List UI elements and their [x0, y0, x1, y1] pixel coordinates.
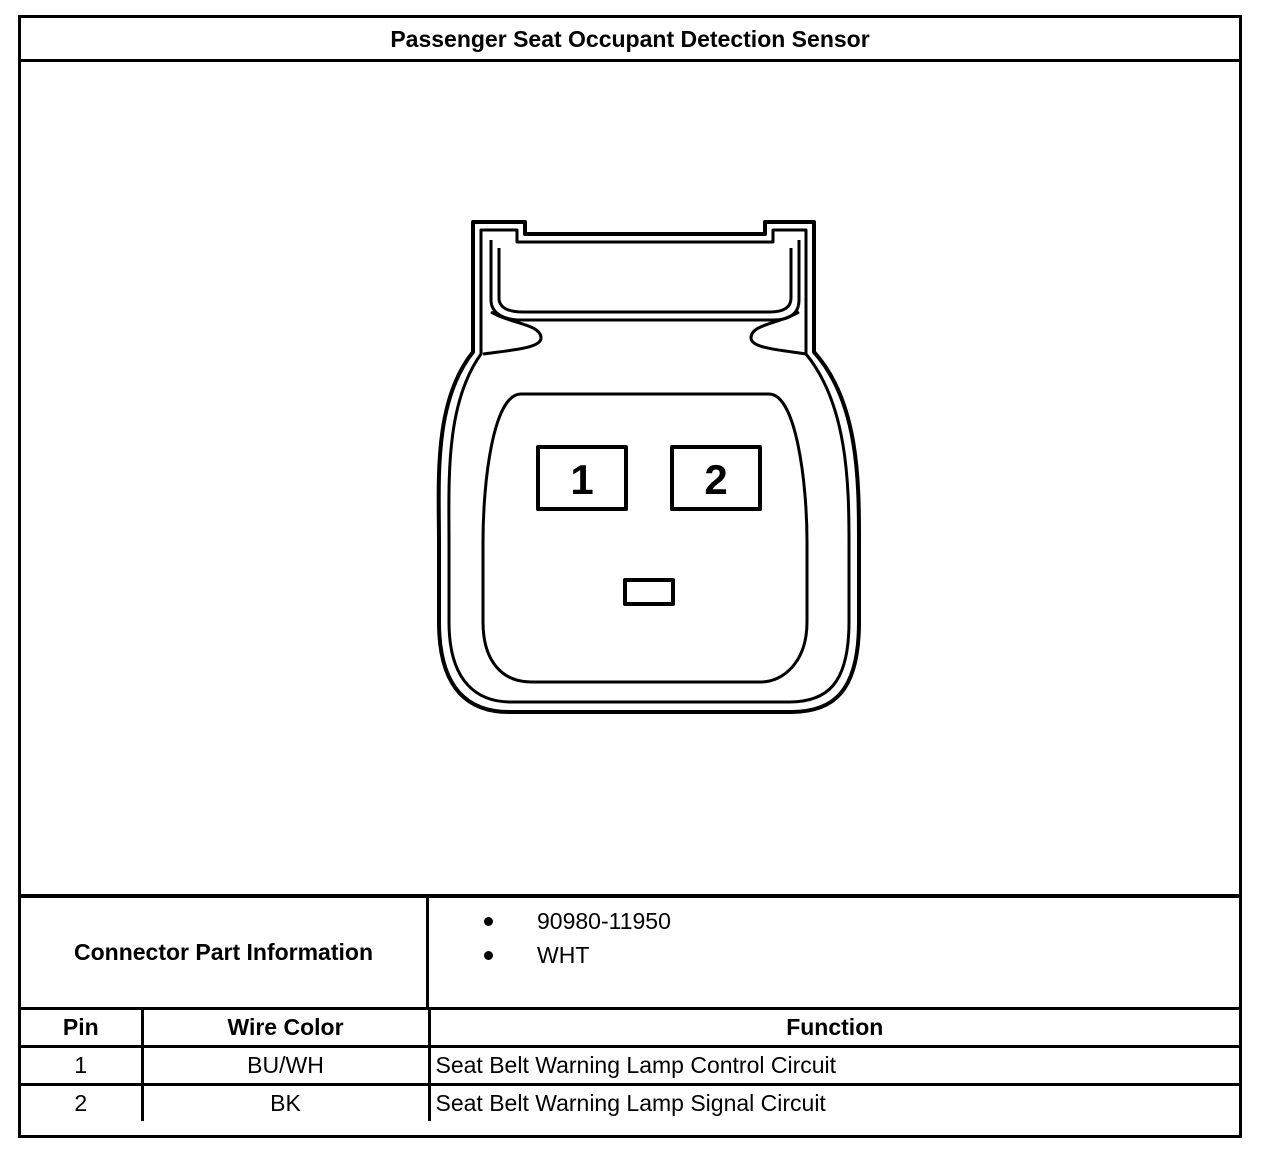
cavity-2-box	[670, 445, 762, 511]
cavity-1-label: 1	[570, 456, 593, 503]
connector-part-info-label: Connector Part Information	[21, 898, 429, 1007]
key-slot	[623, 578, 675, 606]
connector-diagram-frame: Passenger Seat Occupant Detection Sensor	[18, 15, 1242, 1138]
connector-part-info-item: WHT	[429, 938, 1229, 972]
bullet-icon	[484, 917, 493, 926]
diagram-title: Passenger Seat Occupant Detection Sensor	[21, 18, 1239, 62]
wire-color: BU/WH	[140, 1045, 431, 1086]
bullet-icon	[484, 951, 493, 960]
connector-face-svg: 1 2	[436, 220, 861, 714]
latch-notch-right	[749, 310, 808, 356]
connector-color: WHT	[537, 942, 590, 968]
pin-table-header-row: Pin Wire Color Function	[21, 1010, 1239, 1048]
table-row: 1 BU/WH Seat Belt Warning Lamp Control C…	[21, 1045, 1239, 1086]
pin-number: 2	[21, 1083, 144, 1121]
connector-drawing: 1 2	[21, 62, 1239, 894]
mating-face-outline	[481, 392, 809, 684]
connector-part-info-list: 90980-11950 WHT	[429, 904, 1229, 972]
table-row: 2 BK Seat Belt Warning Lamp Signal Circu…	[21, 1083, 1239, 1121]
latch-tab-outline	[489, 240, 801, 322]
latch-notch-left	[482, 310, 543, 356]
cavity-2-label: 2	[704, 456, 727, 503]
pin-function: Seat Belt Warning Lamp Control Circuit	[427, 1045, 1239, 1086]
pin-number: 1	[21, 1045, 144, 1086]
header-pin: Pin	[21, 1010, 144, 1048]
header-function: Function	[427, 1010, 1239, 1048]
latch-tab-inner	[497, 248, 793, 314]
housing-outer-outline	[436, 220, 861, 714]
connector-part-info-item: 90980-11950	[429, 904, 1229, 938]
header-wire-color: Wire Color	[140, 1010, 431, 1048]
pin-table: Pin Wire Color Function 1 BU/WH Seat Bel…	[21, 1010, 1239, 1121]
part-number: 90980-11950	[537, 908, 671, 934]
cavity-1-box	[536, 445, 628, 511]
connector-part-info-section: Connector Part Information 90980-11950 W…	[21, 894, 1239, 1010]
pin-function: Seat Belt Warning Lamp Signal Circuit	[427, 1083, 1239, 1121]
wire-color: BK	[140, 1083, 431, 1121]
housing-inner-outline	[447, 228, 851, 704]
